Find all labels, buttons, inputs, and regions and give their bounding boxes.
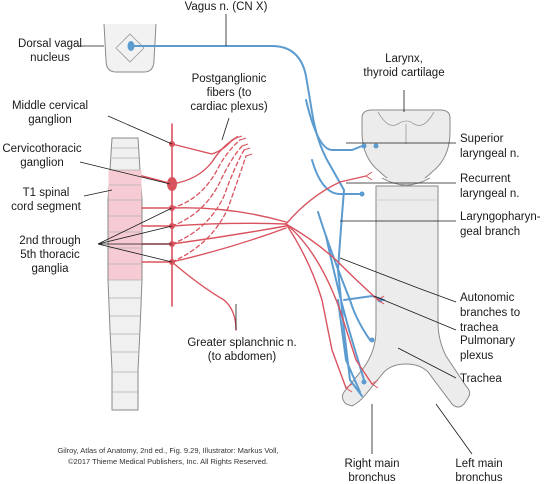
credit: Gilroy, Atlas of Anatomy, 2nd ed., Fig. …: [57, 446, 278, 466]
label-postganglionic-line2: fibers (to: [207, 87, 252, 99]
label-greater-splanchnic-line2: (to abdomen): [208, 351, 277, 363]
label-left-bronchus-line1: Left main: [455, 458, 502, 470]
postganglionic-fibers-dashed: [171, 139, 247, 263]
label-dorsal-vagal-line2: nucleus: [30, 52, 70, 64]
label-larynx-line2: thyroid cartilage: [363, 67, 444, 79]
label-dorsal-vagal-line1: Dorsal vagal: [18, 38, 82, 50]
label-middle-cervical-line2: ganglion: [28, 114, 71, 126]
label-recurrent-laryngeal-line1: Recurrent: [460, 173, 511, 185]
label-autonomic-line2: branches to: [460, 307, 520, 319]
label-postganglionic-line1: Postganglionic: [192, 73, 267, 85]
label-right-bronchus-line1: Right main: [345, 458, 400, 470]
sympathetic-visceral-fibers: [171, 175, 379, 389]
credit-line1: Gilroy, Atlas of Anatomy, 2nd ed., Fig. …: [57, 446, 278, 455]
label-vagus: Vagus n. (CN X): [185, 1, 268, 13]
brainstem: [103, 23, 157, 73]
label-cervicothoracic-line2: ganglion: [20, 157, 63, 169]
credit-line2: ©2017 Thieme Medical Publishers, Inc. Al…: [68, 457, 268, 466]
label-t1-line2: cord segment: [11, 201, 81, 213]
label-thoracic-ganglia-line1: 2nd through: [19, 235, 80, 247]
label-laryngopharyngeal-line2: geal branch: [460, 226, 520, 238]
label-superior-laryngeal-line2: laryngeal n.: [460, 148, 519, 160]
vagus-nerve: [133, 45, 385, 397]
label-postganglionic-line3: cardiac plexus): [190, 101, 268, 113]
label-laryngopharyngeal-line1: Laryngopharyn-: [460, 211, 541, 223]
label-recurrent-laryngeal-line2: laryngeal n.: [460, 188, 519, 200]
label-left-bronchus-line2: bronchus: [455, 472, 503, 484]
label-autonomic-line1: Autonomic: [460, 292, 515, 304]
trachea-shape: [341, 185, 471, 408]
label-t1-line1: T1 spinal: [23, 187, 70, 199]
label-thoracic-ganglia-line3: ganglia: [31, 263, 69, 275]
label-middle-cervical-line1: Middle cervical: [12, 100, 88, 112]
postganglionic-fibers-solid: [171, 137, 237, 185]
label-superior-laryngeal-line1: Superior: [460, 133, 504, 145]
label-pulmonary-line1: Pulmonary: [460, 335, 515, 347]
label-thoracic-ganglia-line2: 5th thoracic: [20, 249, 80, 261]
dorsal-vagal-nucleus-marker: [127, 41, 135, 51]
label-autonomic-line3: trachea: [460, 322, 499, 334]
larynx-shape: [361, 109, 451, 187]
label-trachea: Trachea: [460, 373, 502, 385]
sympathetic-terminal-endings: [345, 171, 385, 393]
label-cervicothoracic-line1: Cervicothoracic: [2, 143, 81, 155]
label-right-bronchus-line2: bronchus: [348, 472, 396, 484]
label-greater-splanchnic-line1: Greater splanchnic n.: [187, 337, 296, 349]
spinal-cord-column: [107, 137, 143, 411]
cardiac-fiber-endings: [231, 135, 253, 157]
label-larynx-line1: Larynx,: [385, 53, 423, 65]
leader-lines: [78, 14, 473, 455]
label-pulmonary-line2: plexus: [460, 350, 493, 362]
